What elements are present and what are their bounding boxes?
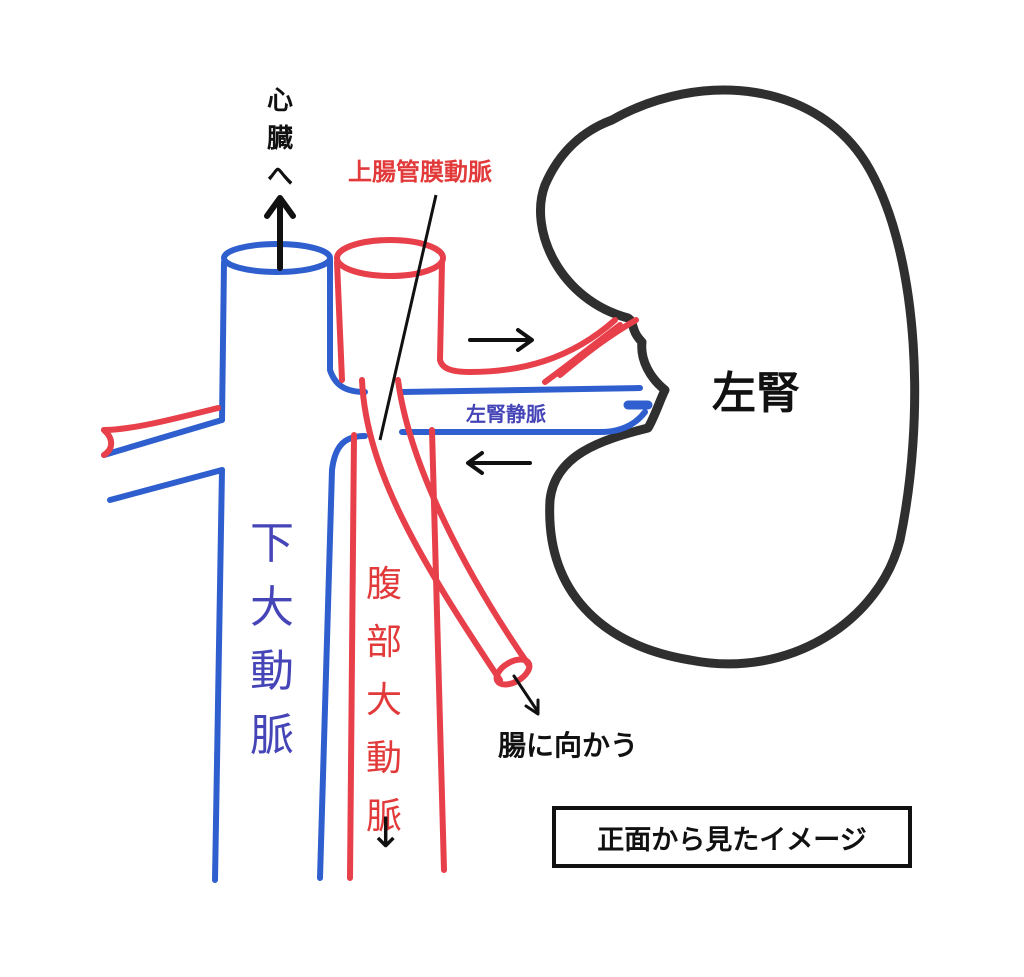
arrow-up-to-heart [264,195,296,271]
aorta-char-3: 大 [365,680,402,721]
vena-cava [101,241,368,883]
aorta-char-1: 腹 [365,564,402,605]
left-renal-vein-label: 左腎静脈 [466,402,546,426]
ivc-char-1: 下 [250,518,294,569]
ivc-char-2: 大 [250,582,294,633]
superior-mesenteric-artery-label: 上腸管膜動脈 [348,158,492,186]
abdominal-aorta-label: 腹 部 大 動 脈 [362,556,406,846]
left-renal-vein [399,385,653,435]
kidney-outline [536,85,920,669]
inferior-vena-cava-label: 下 大 動 脈 [246,512,298,768]
flow-arrows [264,195,540,716]
sma-opening [493,656,533,688]
to-heart-char-2: 臓 [266,124,293,154]
aorta-char-5: 脈 [365,796,402,837]
to-heart-label: 心 臓 へ [262,82,298,196]
to-heart-char-3: へ [266,162,293,192]
ivc-char-4: 脈 [250,710,294,761]
to-heart-char-1: 心 [266,86,293,116]
sma-pointer-line [378,194,438,441]
arrow-right-to-kidney [468,328,534,352]
arrow-left-from-kidney [466,451,532,475]
aorta-char-4: 動 [365,738,402,779]
to-intestine-label: 腸に向かう [498,729,639,762]
left-kidney-label: 左腎 [712,368,800,419]
caption-text: 正面から見たイメージ [597,824,867,856]
caption-box: 正面から見たイメージ [552,806,912,868]
aorta-opening [334,237,446,279]
aorta-char-2: 部 [365,622,402,663]
ivc-char-3: 動 [250,646,294,697]
arrow-to-intestine [512,674,540,716]
aorta-flow-arrow: ↓ [368,808,404,857]
